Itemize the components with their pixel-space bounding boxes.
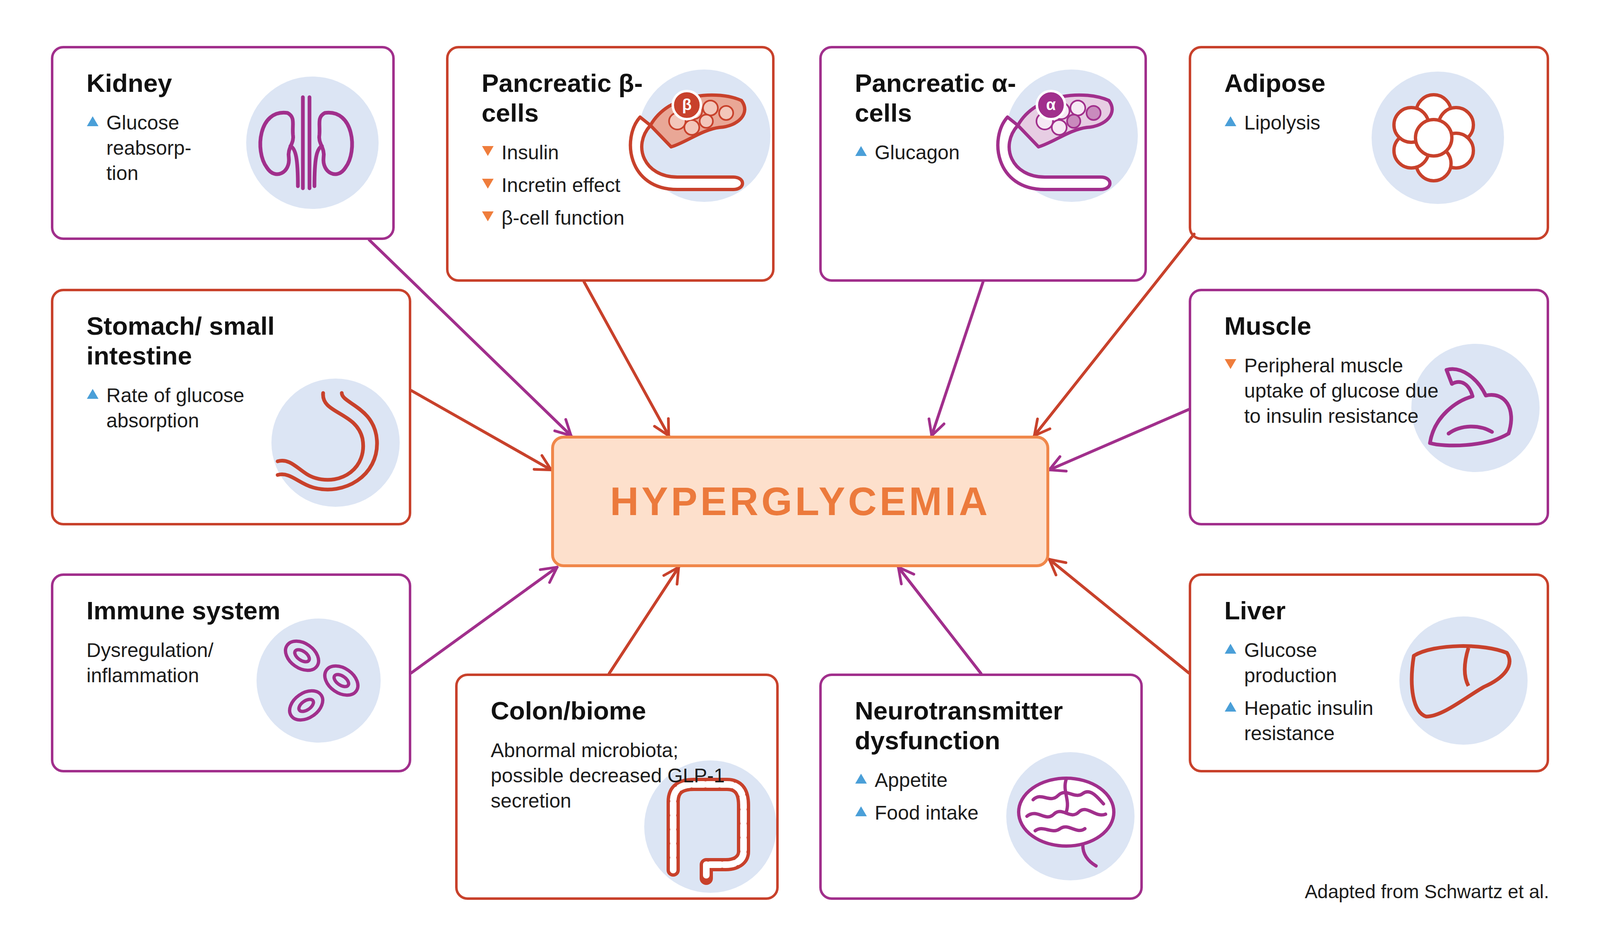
arrow-connector — [583, 281, 669, 436]
arrow-connector — [1034, 234, 1195, 436]
increase-triangle — [1224, 115, 1237, 128]
increase-triangle — [854, 145, 868, 157]
increase-triangle — [1224, 700, 1237, 713]
arrow-connector — [609, 567, 679, 674]
arrow-connector — [411, 567, 557, 674]
bullet-row: Food intake — [854, 800, 1124, 826]
bullet-row: Glucose reabsorp- tion — [86, 110, 376, 187]
box-text: Abnormal microbiota; possible decreased … — [490, 738, 739, 814]
box-text: Dysregulation/ inflammation — [86, 638, 252, 689]
arrow-connector — [411, 390, 552, 471]
box-text: Hepatic insulin resistance — [1244, 695, 1402, 747]
box-text: Peripheral muscle uptake of glucose due … — [1244, 353, 1439, 430]
organ-box: AdiposeLipolysis — [1188, 45, 1550, 240]
increase-triangle — [854, 805, 868, 818]
increase-triangle — [1224, 642, 1237, 655]
immune-cells-icon — [256, 618, 381, 743]
box-heading: Pancreatic α-cells — [854, 68, 1029, 128]
kidney-icon — [246, 76, 379, 209]
organ-box: Colon/biomeAbnormal microbiota; possible… — [455, 673, 779, 900]
bullet-row: Appetite — [854, 767, 1124, 794]
arrow-connector — [898, 567, 982, 674]
bullet-row: Hepatic insulin resistance — [1224, 695, 1531, 747]
box-heading: Muscle — [1224, 311, 1457, 341]
bullet-row: Rate of glucose absorption — [86, 383, 393, 434]
decrease-triangle — [481, 145, 495, 157]
box-heading: Neurotransmitter dysfunction — [854, 695, 1120, 756]
box-heading: Stomach/ small intestine — [86, 311, 335, 371]
box-text: Food intake — [874, 800, 979, 826]
cell-badge-letter: β — [681, 96, 692, 113]
organ-box: LiverGlucose productionHepatic insulin r… — [1188, 573, 1550, 773]
box-heading: Adipose — [1224, 68, 1399, 99]
increase-triangle — [86, 115, 99, 128]
decrease-triangle — [481, 177, 495, 190]
pancreas-alpha-icon — [997, 69, 1138, 202]
pancreas-beta-icon — [630, 69, 771, 202]
box-text: Lipolysis — [1244, 110, 1321, 136]
box-text: Glucose production — [1244, 638, 1402, 689]
box-text: Glucagon — [874, 140, 960, 166]
box-text: Appetite — [874, 767, 948, 794]
bullet-row: Glucagon — [854, 140, 1128, 166]
box-heading: Colon/biome — [490, 695, 756, 726]
box-heading: Pancreatic β-cells — [481, 68, 656, 128]
brain-icon — [1006, 752, 1135, 881]
organ-box: Pancreatic β-cellsInsulinIncretin effect… — [446, 45, 775, 282]
organ-box: Stomach/ small intestineRate of glucose … — [50, 288, 412, 526]
stomach-icon — [271, 378, 400, 507]
organ-box: Immune systemDysregulation/ inflammation — [50, 573, 412, 773]
central-title: HYPERGLYCEMIA — [609, 478, 991, 525]
organ-box: Neurotransmitter dysfunctionAppetiteFood… — [819, 673, 1143, 900]
bullet-row: β-cell function — [481, 205, 756, 231]
cell-badge-letter: α — [1045, 96, 1056, 113]
bullet-row: Peripheral muscle uptake of glucose due … — [1224, 353, 1531, 430]
arrow-connector — [931, 281, 984, 436]
box-text: β-cell function — [501, 205, 625, 231]
box-heading: Kidney — [86, 68, 319, 99]
increase-triangle — [86, 388, 99, 400]
arrow-connector — [1049, 559, 1189, 674]
source-note: Adapted from Schwartz et al. — [1304, 880, 1550, 903]
box-text: Incretin effect — [501, 172, 621, 199]
organ-box: Pancreatic α-cellsGlucagon — [819, 45, 1147, 282]
organ-box: MusclePeripheral muscle uptake of glucos… — [1188, 288, 1550, 526]
bullet-row: Insulin — [481, 140, 756, 166]
bullet-row: Incretin effect — [481, 172, 756, 199]
box-text: Insulin — [501, 140, 559, 166]
box-heading: Immune system — [86, 595, 385, 626]
bullet-row: Dysregulation/ inflammation — [86, 638, 393, 689]
box-text: Rate of glucose absorption — [106, 383, 281, 434]
central-box: HYPERGLYCEMIA — [551, 435, 1050, 568]
bullet-row: Lipolysis — [1224, 110, 1531, 136]
arrow-connector — [369, 239, 572, 436]
arrow-connector — [1049, 409, 1189, 471]
bullet-row: Abnormal microbiota; possible decreased … — [490, 738, 760, 814]
adipose-icon — [1371, 71, 1505, 204]
box-text: Glucose reabsorp- tion — [106, 110, 223, 187]
organ-box: KidneyGlucose reabsorp- tion — [50, 45, 395, 240]
liver-icon — [1399, 616, 1528, 745]
muscle-icon — [1411, 343, 1540, 473]
box-heading: Liver — [1224, 595, 1399, 626]
bullet-row: Glucose production — [1224, 638, 1531, 689]
decrease-triangle — [1224, 358, 1237, 370]
decrease-triangle — [481, 210, 495, 223]
increase-triangle — [854, 772, 868, 785]
